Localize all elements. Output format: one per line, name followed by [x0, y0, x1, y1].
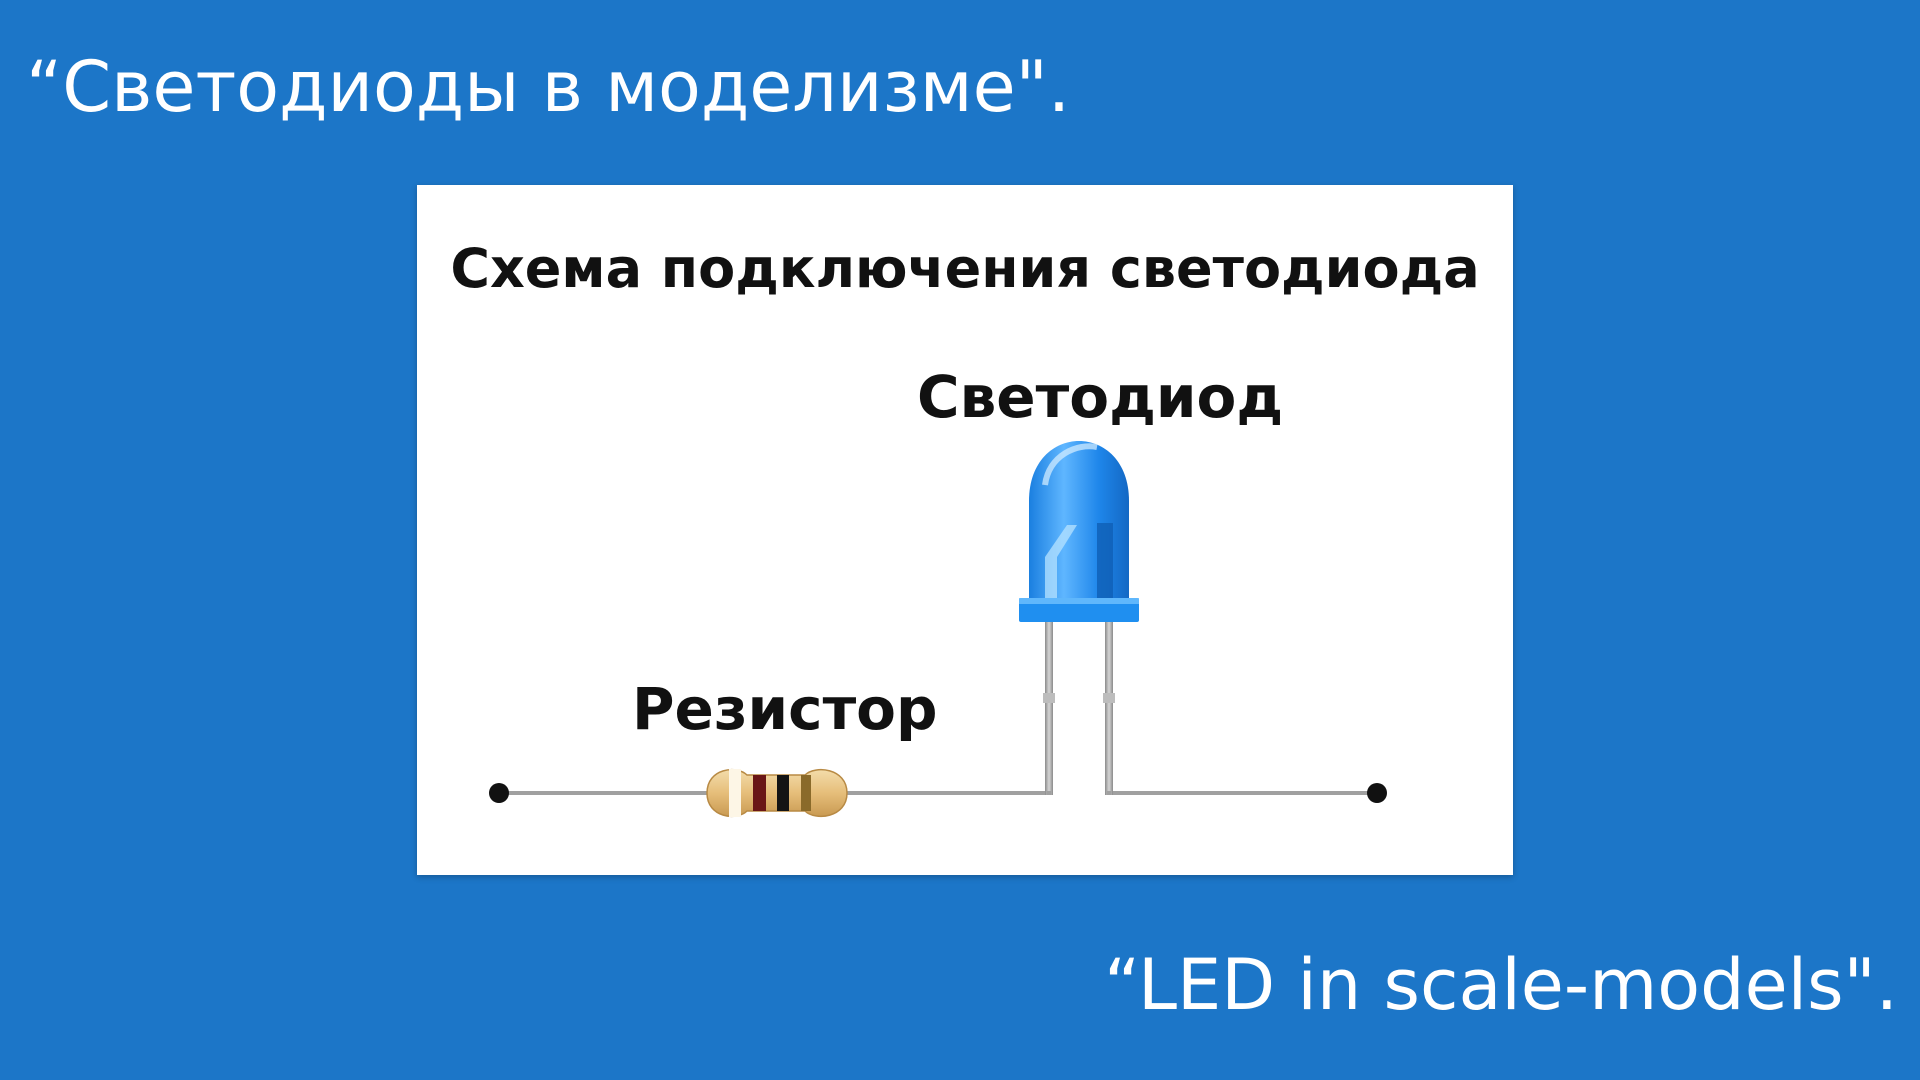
circuit-schematic — [489, 441, 1387, 818]
left-terminal — [489, 783, 509, 803]
led — [1019, 441, 1139, 795]
led-leg-right — [1105, 622, 1113, 795]
led-label: Светодиод — [917, 363, 1284, 431]
resistor-band-4 — [801, 775, 811, 811]
diagram-panel: Схема подключения светодиода Светодиод Р… — [417, 185, 1513, 875]
led-leg-left — [1045, 622, 1053, 795]
resistor-label: Резистор — [632, 675, 938, 743]
led-dome — [1029, 441, 1129, 598]
slide-title: “Светодиоды в моделизме". — [26, 46, 1071, 128]
resistor-band-3 — [777, 775, 789, 811]
resistor — [706, 768, 848, 818]
right-terminal — [1367, 783, 1387, 803]
slide-subtitle: “LED in scale-models". — [1103, 944, 1898, 1026]
resistor-band-1 — [729, 769, 741, 817]
resistor-band-2 — [753, 775, 766, 811]
diagram-heading: Схема подключения светодиода — [450, 237, 1480, 300]
